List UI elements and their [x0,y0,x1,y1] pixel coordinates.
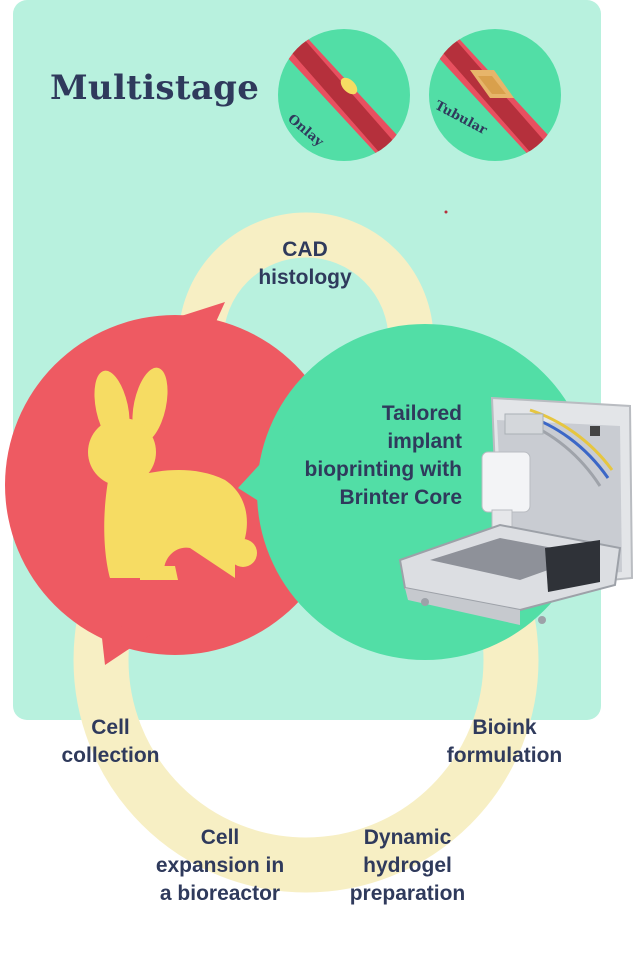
bioprinter-icon [398,396,634,625]
step-cell-expansion: Cell expansion in a bioreactor [155,826,285,905]
artery-tubular-icon: Tubular [429,29,561,161]
step-hydrogel-preparation: Dynamic hydrogel preparation [349,826,466,905]
step-bioprinting: Tailored implant bioprinting with Brinte… [304,402,462,509]
step-cad-histology: CAD histology [258,238,352,289]
artery-onlay-icon: Onlay [278,29,410,161]
rabbit-icon [88,367,257,580]
diagram-title: Multistage [50,68,260,108]
step-cell-collection: Cell collection [61,716,160,767]
step-bioink-formulation: Bioink formulation [446,716,563,767]
